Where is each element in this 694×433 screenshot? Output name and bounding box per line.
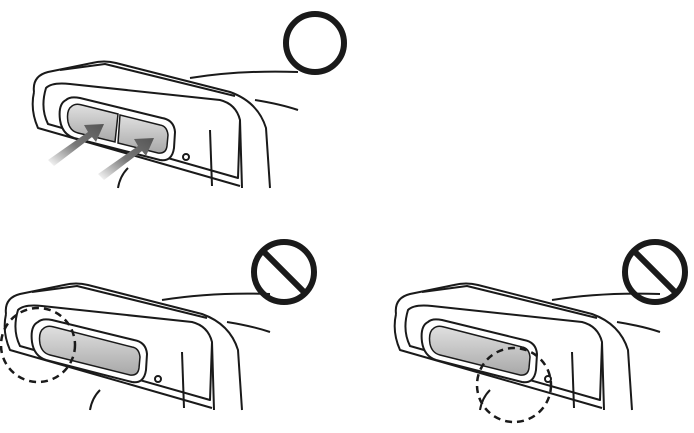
panel-wrong-right — [393, 239, 688, 424]
press-arrow-icon — [98, 138, 154, 180]
prohibited-icon — [251, 239, 317, 305]
pressed-button — [66, 103, 169, 154]
allowed-circle-icon — [283, 11, 347, 75]
dashed-highlight-circle — [0, 306, 77, 384]
press-arrow-icon — [48, 124, 104, 166]
panel-wrong-left — [0, 239, 317, 411]
prohibited-icon — [622, 239, 688, 305]
dashed-highlight-circle — [475, 346, 553, 424]
panel-correct — [31, 11, 347, 189]
